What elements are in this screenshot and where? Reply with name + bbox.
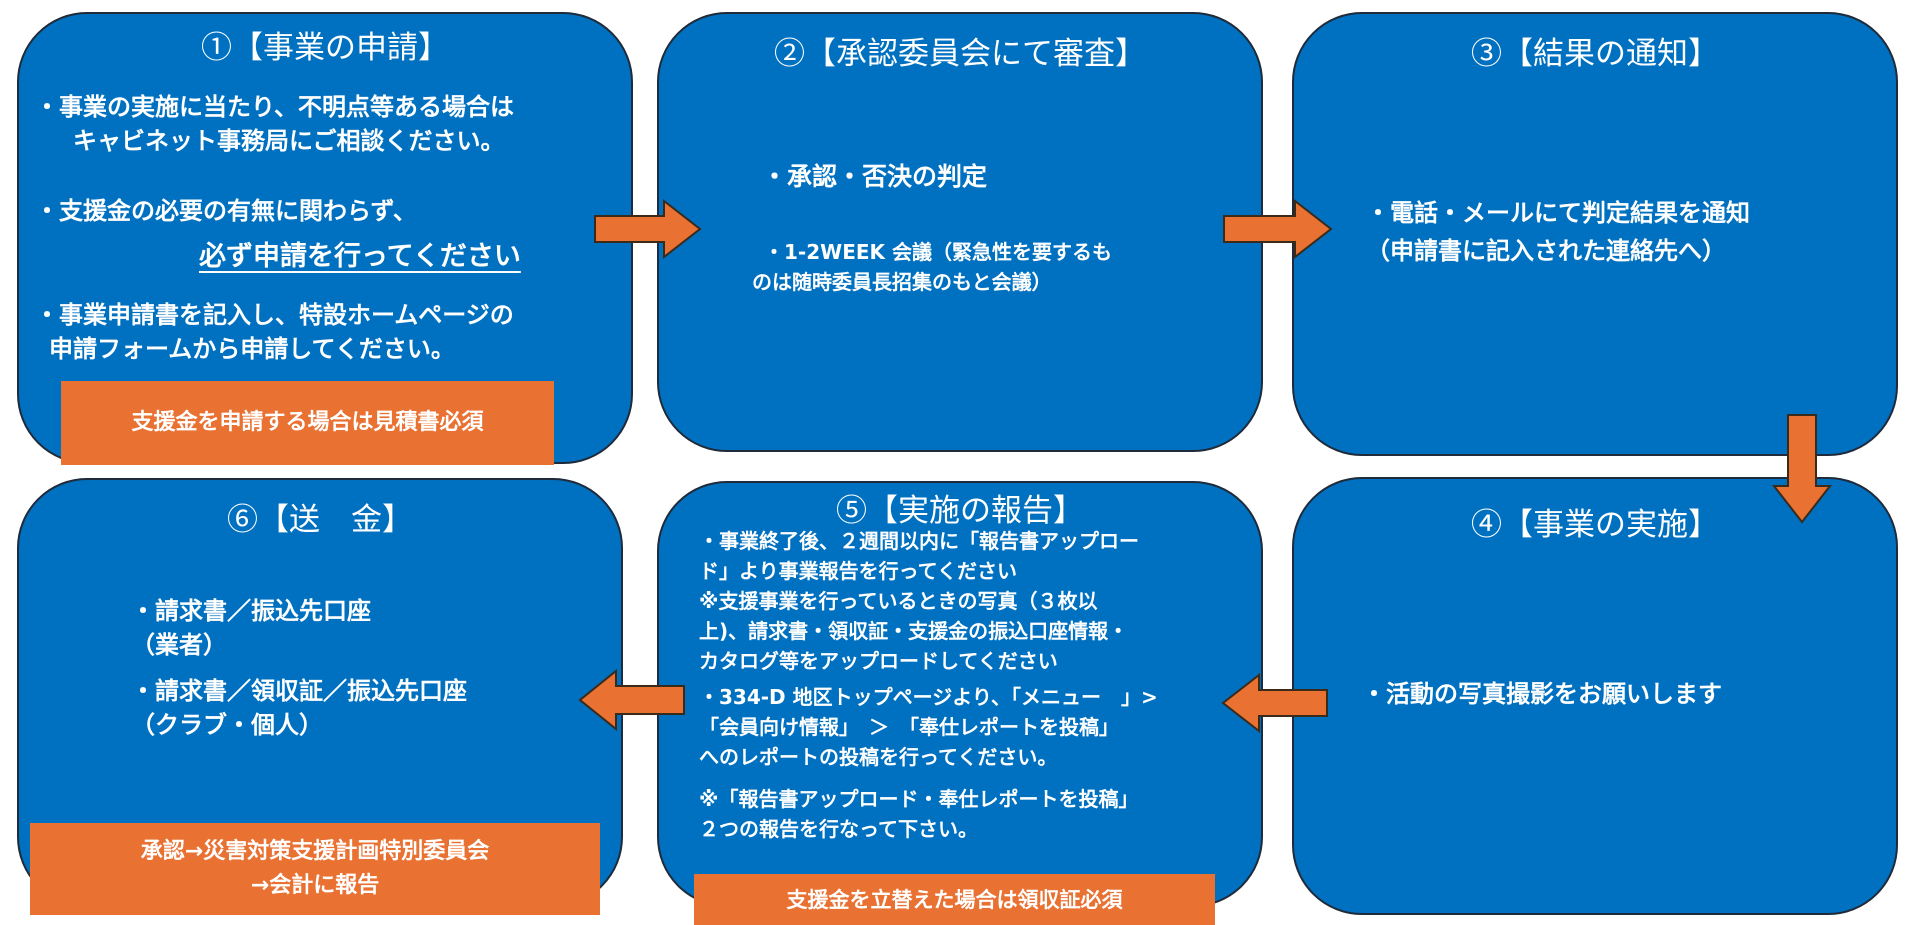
- step-6-note-line: →会計に報告: [250, 873, 380, 898]
- arrow-right-1-to-2-icon: [594, 198, 702, 260]
- step-1-line: 申請フォームから申請してください。: [49, 335, 455, 363]
- step-6-title: ⑥【送 金】: [227, 502, 413, 538]
- step-2-title: ②【承認委員会にて審査】: [774, 36, 1146, 72]
- step-2-line: ・1-2WEEK 会議（緊急性を要するも: [764, 240, 1112, 264]
- arrow-right-2-to-3-icon: [1223, 198, 1333, 260]
- step-2-box: ②【承認委員会にて審査】 ・承認・否決の判定 ・1-2WEEK 会議（緊急性を要…: [657, 12, 1263, 452]
- step-1-line: ・事業申請書を記入し、特設ホームページの: [35, 301, 514, 329]
- step-5-box: ⑤【実施の報告】 ・事業終了後、２週間以内に「報告書アップロー ド」より事業報告…: [657, 481, 1263, 907]
- step-5-line: カタログ等をアップロードしてください: [699, 649, 1058, 673]
- arrow-down-3-to-4-icon: [1771, 414, 1833, 524]
- step-5-line: ※「報告書アップロード・奉仕レポートを投稿」: [699, 787, 1139, 811]
- arrow-left-5-to-6-icon: [578, 668, 685, 732]
- step-1-line: キャビネット事務局にご相談ください。: [73, 127, 505, 155]
- step-5-line: ※支援事業を行っているときの写真（３枚以: [699, 589, 1098, 613]
- step-6-note: 承認→災害対策支援計画特別委員会 →会計に報告: [30, 823, 600, 915]
- step-5-line: へのレポートの投稿を行ってください。: [699, 745, 1058, 769]
- step-1-line: ・支援金の必要の有無に関わらず、: [35, 197, 417, 225]
- step-6-note-line: 承認→災害対策支援計画特別委員会: [140, 839, 490, 864]
- step-5-line: 「会員向け情報」 ＞ 「奉仕レポートを投稿」: [699, 715, 1119, 739]
- step-3-box: ③【結果の通知】 ・電話・メールにて判定結果を通知 （申請書に記入された連絡先へ…: [1292, 12, 1898, 456]
- step-5-line: ・334-D 地区トップページより、「メニュー 」>: [699, 685, 1158, 709]
- step-2-line: ・承認・否決の判定: [762, 162, 988, 191]
- step-3-line: （申請書に記入された連絡先へ）: [1366, 237, 1726, 265]
- step-4-line: ・活動の写真撮影をお願いします: [1362, 680, 1722, 708]
- step-6-line: ・請求書／振込先口座: [131, 597, 371, 625]
- step-3-title: ③【結果の通知】: [1471, 36, 1719, 72]
- step-3-line: ・電話・メールにて判定結果を通知: [1366, 199, 1750, 227]
- step-6-line: （クラブ・個人）: [131, 711, 323, 739]
- step-5-line: ２つの報告を行なって下さい。: [699, 817, 978, 841]
- step-4-title: ④【事業の実施】: [1471, 507, 1719, 543]
- step-5-note: 支援金を立替えた場合は領収証必須: [694, 874, 1215, 925]
- step-1-note: 支援金を申請する場合は見積書必須: [61, 381, 554, 465]
- step-4-box: ④【事業の実施】 ・活動の写真撮影をお願いします: [1292, 477, 1898, 915]
- step-6-line: ・請求書／領収証／振込先口座: [131, 677, 467, 705]
- step-1-title: ①【事業の申請】: [201, 30, 449, 66]
- step-1-emphasis: 必ず申請を行ってください: [199, 241, 521, 272]
- step-5-title: ⑤【実施の報告】: [836, 493, 1084, 529]
- step-2-line: のは随時委員長招集のもと会議）: [752, 270, 1052, 294]
- step-5-line: ド」より事業報告を行ってください: [699, 559, 1017, 583]
- step-1-line: ・事業の実施に当たり、不明点等ある場合は: [35, 93, 515, 121]
- arrow-left-4-to-5-icon: [1221, 672, 1328, 734]
- step-6-line: （業者）: [131, 631, 227, 659]
- step-5-line: 上)、請求書・領収証・支援金の振込口座情報・: [699, 619, 1129, 643]
- step-5-line: ・事業終了後、２週間以内に「報告書アップロー: [699, 529, 1139, 553]
